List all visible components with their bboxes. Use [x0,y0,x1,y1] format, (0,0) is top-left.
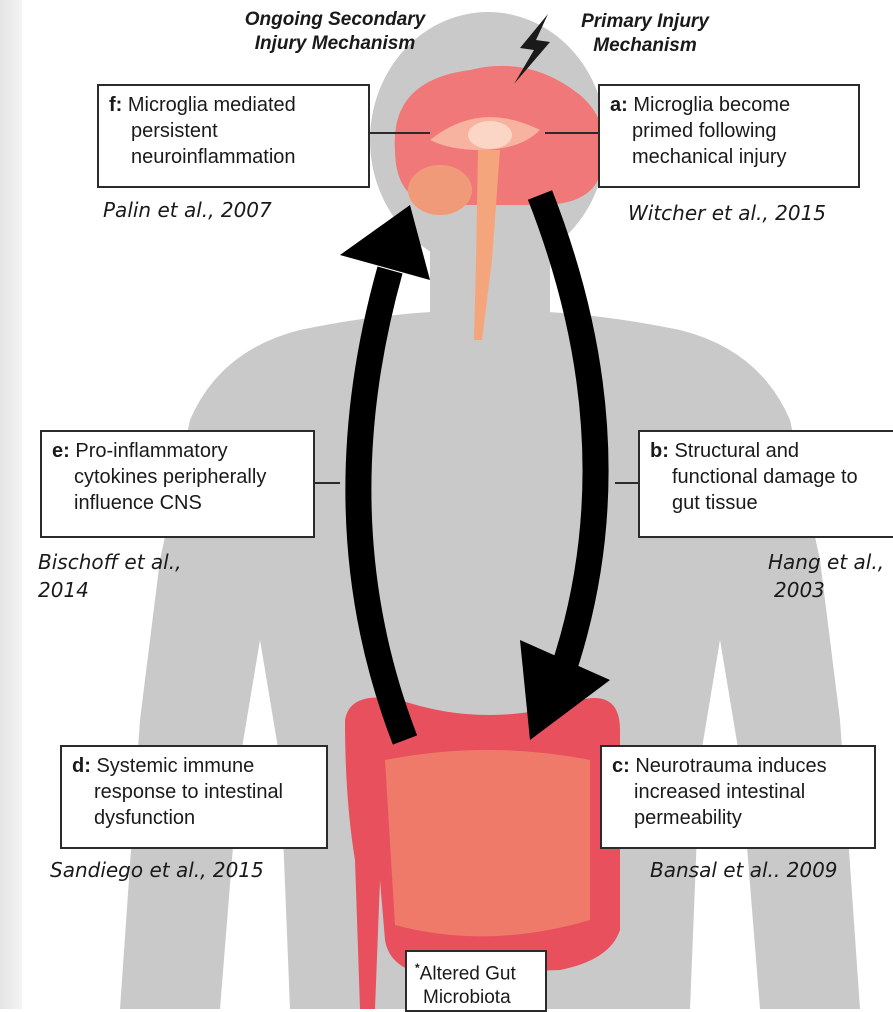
box-f-line1: Microglia mediated [128,94,296,116]
box-e-line3: influence CNS [74,492,202,514]
microbiota-line1: Altered Gut [420,963,516,984]
box-c-line1: Neurotrauma induces [635,755,826,777]
box-b-line2: functional damage to [672,466,858,488]
box-b: b: Structural and functional damage to g… [638,430,893,538]
box-d: d: Systemic immune response to intestina… [60,745,328,849]
box-d-line1: Systemic immune [96,755,254,777]
box-a: a: Microglia become primed following mec… [598,84,860,188]
citation-b: Hang et al., 2003 [768,548,893,604]
box-b-line1: Structural and [674,440,799,462]
citation-f: Palin et al., 2007 [103,196,272,224]
citation-d: Sandiego et al., 2015 [50,856,264,884]
secondary-label-line2: Injury Mechanism [220,32,450,56]
box-c: c: Neurotrauma induces increased intesti… [600,745,876,849]
box-a-line1: Microglia become [633,94,790,116]
citation-c: Bansal et al.. 2009 [650,856,838,884]
secondary-label-line1: Ongoing Secondary [220,8,450,32]
box-c-line3: permeability [634,807,742,829]
box-b-key: b: [650,440,669,462]
citation-a: Witcher et al., 2015 [628,199,826,227]
primary-label-line1: Primary Injury [560,10,730,34]
box-e-key: e: [52,440,70,462]
box-e: e: Pro-inflammatory cytokines peripheral… [40,430,315,538]
box-e-line2: cytokines peripherally [74,466,266,488]
box-a-line2: primed following [632,120,777,142]
primary-injury-label: Primary Injury Mechanism [560,10,730,58]
citation-e: Bischoff et al., 2014 [38,548,181,604]
secondary-injury-label: Ongoing Secondary Injury Mechanism [220,8,450,56]
box-f: f: Microglia mediated persistent neuroin… [97,84,370,188]
left-margin-strip [0,0,22,1009]
cerebellum [408,165,472,215]
box-c-key: c: [612,755,630,777]
box-a-line3: mechanical injury [632,146,787,168]
box-f-line2: persistent [131,120,218,142]
citation-e-line2: 2014 [38,576,181,604]
primary-label-line2: Mechanism [560,34,730,58]
microbiota-box: *Altered Gut Microbiota [405,950,547,1012]
citation-b-line1: Hang et al., [768,548,893,576]
box-c-line2: increased intestinal [634,781,805,803]
box-d-line3: dysfunction [94,807,195,829]
box-f-key: f: [109,94,122,116]
citation-b-line2: 2003 [768,576,893,604]
small-intestine [385,750,590,936]
box-f-line3: neuroinflammation [131,146,296,168]
citation-e-line1: Bischoff et al., [38,548,181,576]
box-d-line2: response to intestinal [94,781,283,803]
box-e-line1: Pro-inflammatory [75,440,227,462]
box-a-key: a: [610,94,628,116]
microbiota-line2: Microbiota [415,986,537,1010]
box-d-key: d: [72,755,91,777]
box-b-line3: gut tissue [672,492,758,514]
